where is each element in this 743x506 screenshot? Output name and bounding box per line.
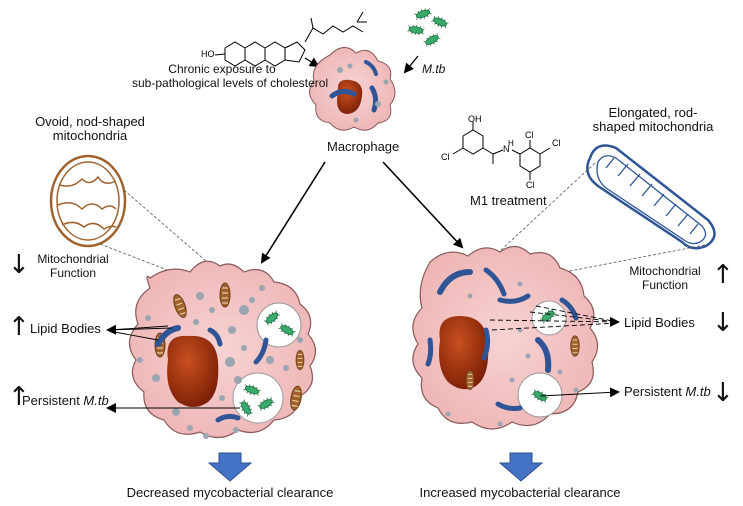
left-lipid-label: Lipid Bodies	[30, 321, 101, 336]
left-function-label: Mitochondrial Function	[37, 252, 109, 280]
left-outcome-label: Decreased mycobacterial clearance	[126, 485, 334, 500]
left-persistent-arrow-icon: ↑	[8, 382, 30, 412]
macrophage-label: Macrophage	[327, 139, 400, 154]
m1-structure	[452, 122, 551, 180]
right-lipid-label: Lipid Bodies	[624, 315, 695, 330]
left-persistent-label: Persistent M.tb	[22, 393, 109, 408]
m1-treatment-label: M1 treatment	[470, 193, 547, 208]
left-branch-arrow	[260, 161, 326, 264]
m1-oh-label: OH	[468, 114, 482, 124]
m1-cl-label-4: Cl	[526, 180, 535, 190]
left-outcome-arrow	[207, 452, 253, 482]
cholesterol-ho-label: HO	[201, 49, 215, 59]
right-lipid-arrow-icon: ↓	[712, 308, 734, 338]
mtb-cluster-top	[406, 6, 450, 49]
right-function-label: Mitochondrial Function	[629, 264, 701, 292]
right-branch-arrow	[382, 161, 464, 249]
cholesterol-label: Chronic exposure to sub-pathological lev…	[132, 62, 329, 90]
mtb-label-top: M.tb	[422, 62, 446, 76]
right-outcome-arrow	[498, 452, 544, 482]
elongated-mitochondrion	[586, 144, 716, 250]
macrophage-top	[309, 47, 396, 131]
m1-h-label: H	[508, 139, 514, 148]
m1-cl-label-1: Cl	[441, 152, 450, 162]
macrophage-left	[128, 260, 317, 439]
left-function-arrow-icon: ↓	[8, 250, 30, 280]
ovoid-mitochondrion	[49, 154, 127, 248]
right-function-arrow-icon: ↑	[712, 260, 734, 290]
m1-cl-label-3: Cl	[552, 138, 561, 148]
right-outcome-label: Increased mycobacterial clearance	[419, 485, 621, 500]
cholesterol-arrow	[304, 57, 320, 68]
m1-cl-label-2: Cl	[525, 130, 534, 140]
macrophage-right	[412, 245, 599, 430]
elongated-mito-label: Elongated, rod- shaped mitochondria	[592, 105, 714, 134]
mtb-arrow	[403, 55, 419, 74]
cholesterol-structure	[214, 11, 367, 67]
left-lipid-arrow-icon: ↑	[8, 312, 30, 342]
right-persistent-arrow-icon: ↓	[712, 378, 734, 408]
ovoid-mito-label: Ovoid, nod-shaped mitochondria	[35, 114, 145, 143]
right-persistent-label: Persistent M.tb	[624, 384, 711, 399]
m1-n-label: N	[503, 144, 510, 154]
